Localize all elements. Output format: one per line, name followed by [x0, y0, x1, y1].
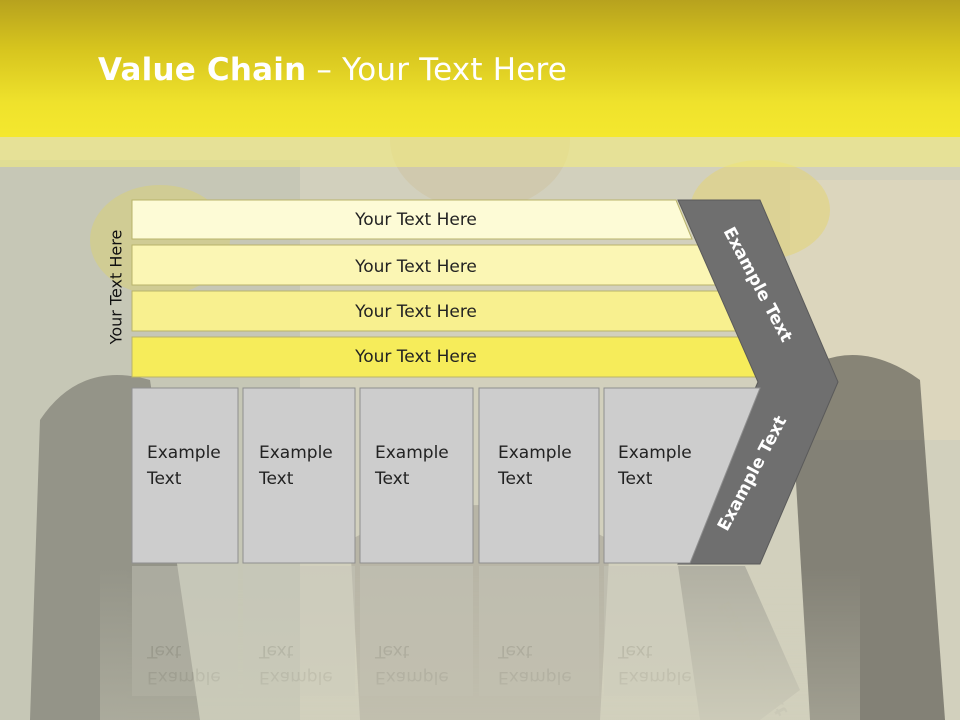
box-4-line2: Text	[497, 469, 533, 489]
bar-2-label: Your Text Here	[354, 257, 477, 277]
bar-1-label: Your Text Here	[354, 210, 477, 230]
title-sub-band	[0, 137, 960, 167]
reflection-group: Example Text Example Text Example Text E…	[100, 566, 860, 720]
bar-4-label: Your Text Here	[354, 347, 477, 367]
box-1-line1: Example	[147, 443, 221, 463]
bars-group: Your Text Here Your Text Here Your Text …	[131, 199, 763, 378]
box-4	[478, 387, 600, 564]
title-rest: – Your Text Here	[306, 52, 568, 88]
box-5-line1: Example	[618, 443, 692, 463]
box-1	[131, 387, 239, 564]
box-4-line1: Example	[498, 443, 572, 463]
box-3-line2: Text	[374, 469, 410, 489]
box-3-line1: Example	[375, 443, 449, 463]
slide-title: Value Chain – Your Text Here	[98, 52, 567, 96]
title-bold: Value Chain	[98, 52, 307, 88]
box-2-line1: Example	[259, 443, 333, 463]
boxes-group: Example Text Example Text Example Text E…	[131, 387, 761, 564]
box-2	[242, 387, 356, 564]
box-2-line2: Text	[258, 469, 294, 489]
bar-1	[131, 199, 693, 240]
bar-3-label: Your Text Here	[354, 302, 477, 322]
box-5-line2: Text	[617, 469, 653, 489]
title-band	[0, 0, 960, 137]
box-5	[603, 387, 761, 564]
box-3	[359, 387, 474, 564]
box-1-line2: Text	[146, 469, 182, 489]
